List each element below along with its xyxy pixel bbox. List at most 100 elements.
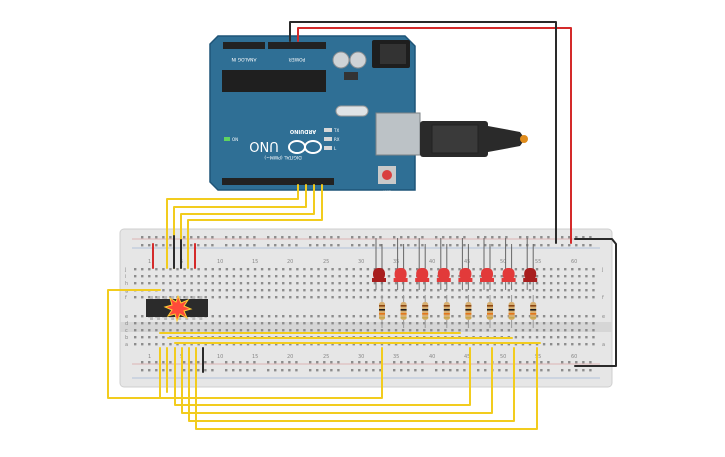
overheat-spark-icon [163,294,193,323]
chip-pins [150,296,203,320]
red-led [501,238,516,290]
col-num: 50 [500,259,506,265]
red-led [480,238,494,290]
row-letter: d [125,321,128,327]
col-num: 45 [464,354,470,360]
red-led [372,238,386,290]
jumper-wires[interactable] [107,21,617,430]
col-num: 45 [464,259,470,265]
red-led [415,238,430,290]
col-num: 25 [323,259,329,265]
col-num: 55 [535,354,541,360]
resistor [530,295,537,328]
analog-in-label: ANALOG IN [231,56,256,62]
col-num: 15 [252,354,258,360]
power-header[interactable] [268,42,326,49]
row-letter: j [124,267,126,273]
chip-pin [178,317,182,320]
wire-black [289,21,557,244]
analog-header[interactable] [223,42,265,49]
resistor [508,295,515,328]
wire-yellow [188,347,515,422]
row-letter: b [125,335,128,341]
on-led [224,137,230,141]
usb-cable[interactable] [420,121,528,157]
red-led [393,238,408,290]
wire-yellow [174,347,471,406]
col-num: 10 [217,259,223,265]
arduino-logo [288,140,322,154]
chip-pin [171,296,175,299]
row-letter: e [602,314,605,320]
microcontroller-chip [222,70,326,92]
col-num: 20 [287,354,293,360]
capacitor [349,51,367,69]
row-letter: a [602,342,605,348]
digital-pwm-label: DIGITAL (PWM~) [264,154,302,160]
chip-pin [171,317,175,320]
reset-button-cap[interactable] [382,170,392,180]
wire-black [574,238,617,367]
col-num: 25 [323,354,329,360]
shift-register-chip[interactable] [146,294,208,323]
led-array[interactable] [372,238,538,290]
col-num: 55 [535,259,541,265]
col-num: 40 [429,354,435,360]
col-num: 50 [500,354,506,360]
row-letter: j [601,267,603,273]
power-label: POWER [289,56,306,62]
arduino-uno-board[interactable]: ANALOG IN POWER ARDUINO UNO ON L TX [209,35,421,194]
breadboard-holes [134,236,595,372]
crystal-oscillator [335,105,369,117]
digital-header[interactable] [222,178,334,185]
chip-pin [192,317,196,320]
capacitor [332,51,350,69]
chip-pin [185,296,189,299]
col-num: 15 [252,259,258,265]
col-num: 60 [571,259,577,265]
col-num: 40 [429,259,435,265]
col-num: 35 [393,354,399,360]
resistor [400,295,407,328]
red-led [523,238,538,290]
col-num: 35 [393,259,399,265]
col-num: 1 [148,354,151,360]
chip-pin [150,317,153,320]
row-letter: i [125,274,126,280]
chip-pin [199,317,203,320]
l-led-label: L [334,146,337,151]
resistor-array[interactable] [379,295,537,328]
chip-pin [164,317,168,320]
chip-pin [150,296,153,299]
chip-pin [157,317,161,320]
l-led [324,128,332,132]
col-num: 10 [217,354,223,360]
chip-pin [192,296,196,299]
icsp-label: ICSP [383,190,391,194]
wire-yellow [166,184,299,269]
col-num: 1 [148,259,151,265]
wire-yellow [159,347,383,399]
resistor [465,295,472,328]
col-num: 30 [358,259,364,265]
tx-led-label: TX [333,128,339,133]
row-letter: f [125,295,127,301]
row-letter: h [125,281,128,287]
chip-pin [199,296,203,299]
col-num: 60 [571,354,577,360]
chip-pin [164,296,168,299]
col-num: 30 [358,354,364,360]
rx-led-label: RX [334,137,340,142]
row-letter: c [125,328,128,334]
resistor [379,295,385,328]
wire-yellow [195,347,538,430]
row-letter: a [125,342,128,348]
wire-yellow [181,347,493,414]
rx-led [324,146,332,150]
on-led-label: ON [232,137,238,142]
resistor [443,295,450,328]
usb-port[interactable] [375,112,421,156]
wire-red [297,27,572,244]
